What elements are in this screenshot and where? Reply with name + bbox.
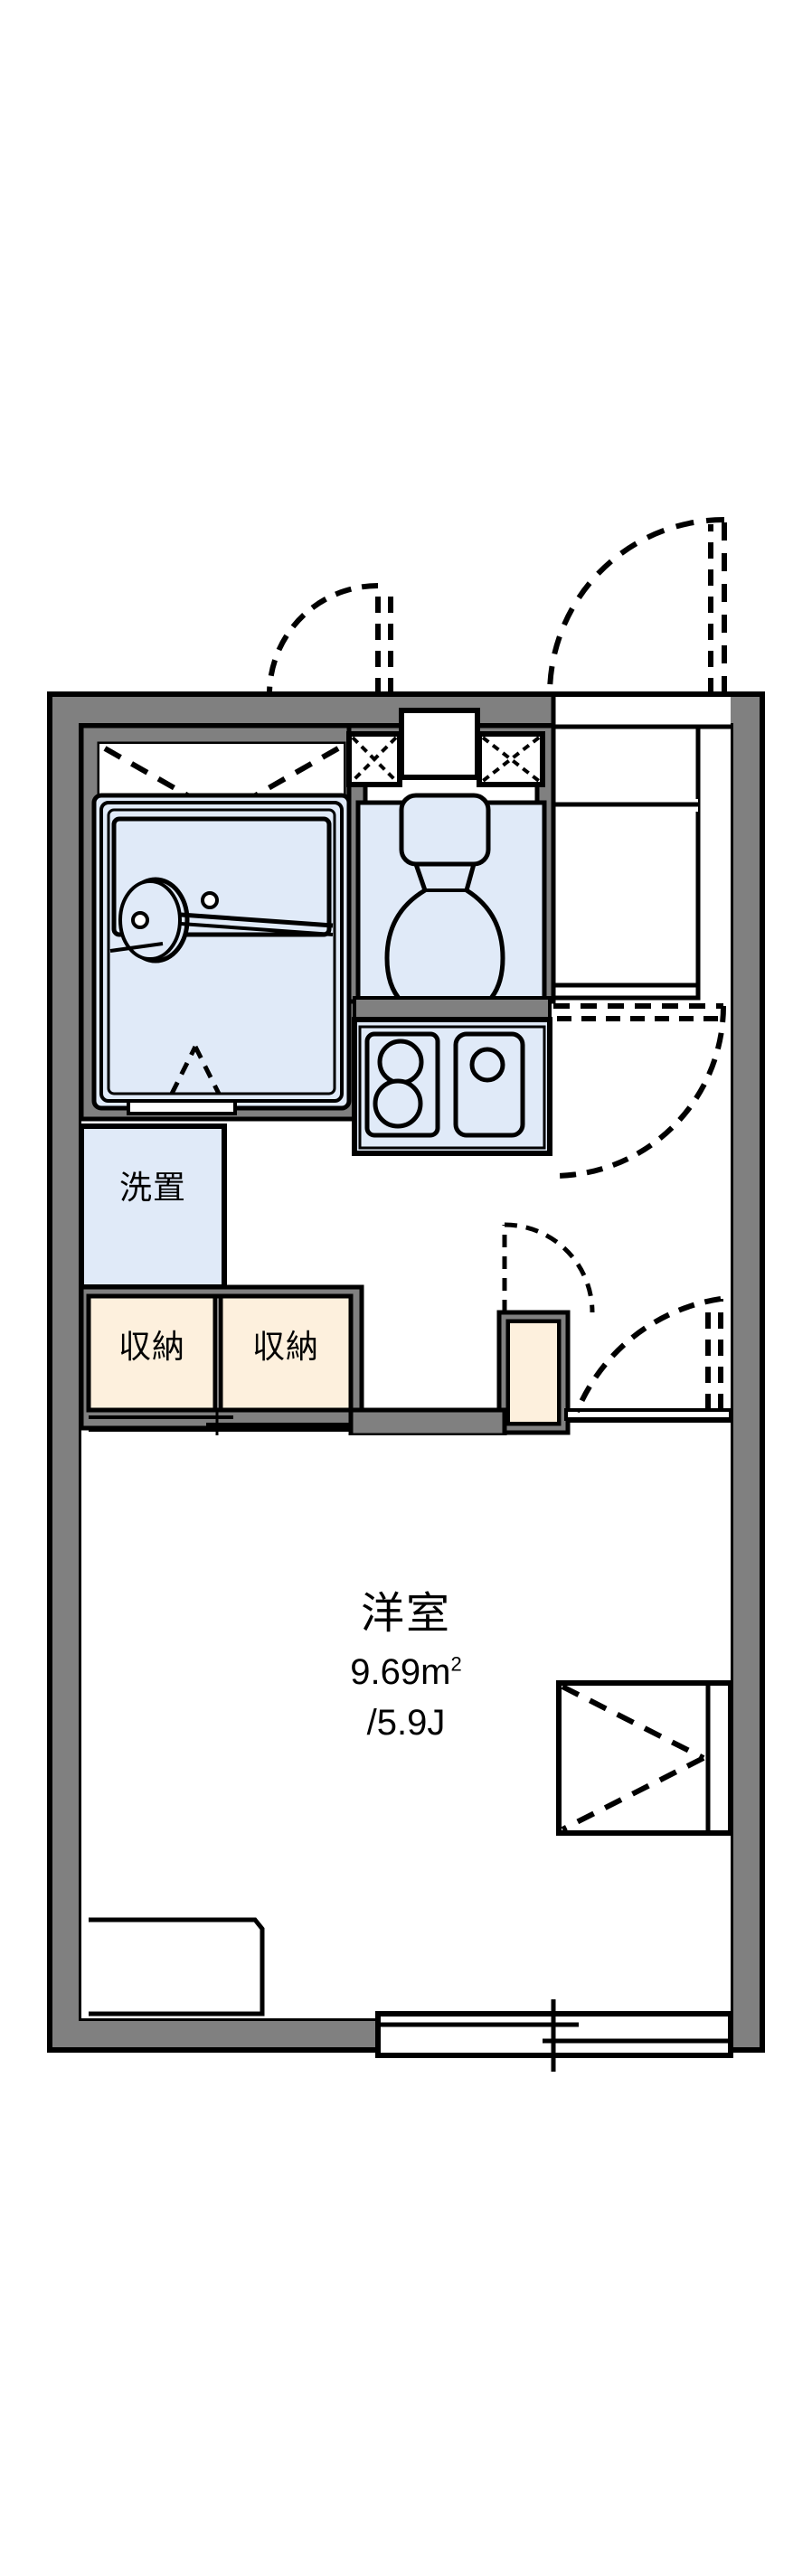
storage-closets	[79, 1284, 364, 1437]
entry-vent-box	[399, 708, 480, 780]
toilet-tank	[399, 793, 491, 867]
main-room-jo: /5.9J	[366, 1703, 446, 1743]
storage-left-label: 収納	[118, 1328, 185, 1365]
main-room-area	[81, 1435, 731, 2018]
unit-bath	[79, 723, 364, 1122]
balcony-sliding-window	[375, 1999, 733, 2072]
storage-left-box	[86, 1293, 218, 1413]
page-title: 洋室	[360, 1590, 451, 1638]
room-closet	[556, 1680, 733, 1836]
entrance-door-swing	[547, 517, 727, 695]
entry-wall-opening	[551, 691, 731, 729]
vent-box-right	[477, 731, 545, 787]
square-superscript: 2	[450, 1652, 462, 1676]
main-room-area-value: 9.69m	[350, 1652, 451, 1692]
hall-door-swing	[552, 1003, 726, 1179]
room-entry-door-swing	[574, 1296, 723, 1414]
sink-drain	[469, 1047, 505, 1083]
genkan-entrance-hall	[551, 724, 701, 1001]
kitchen-counter	[352, 996, 552, 1156]
burner-1	[377, 1039, 424, 1086]
main-room-area: 9.69m2	[0, 1654, 812, 1690]
burner-2	[373, 1078, 423, 1129]
storage-right-box	[218, 1293, 354, 1413]
washer-space-label: 洗置	[118, 1169, 186, 1206]
washer-space	[79, 1123, 227, 1290]
storage-right-label: 収納	[251, 1328, 319, 1365]
entrance-shoe-closet	[496, 1222, 595, 1435]
bathroom-door-swing	[267, 583, 393, 695]
closet-folding-door-lines	[561, 1684, 705, 1832]
